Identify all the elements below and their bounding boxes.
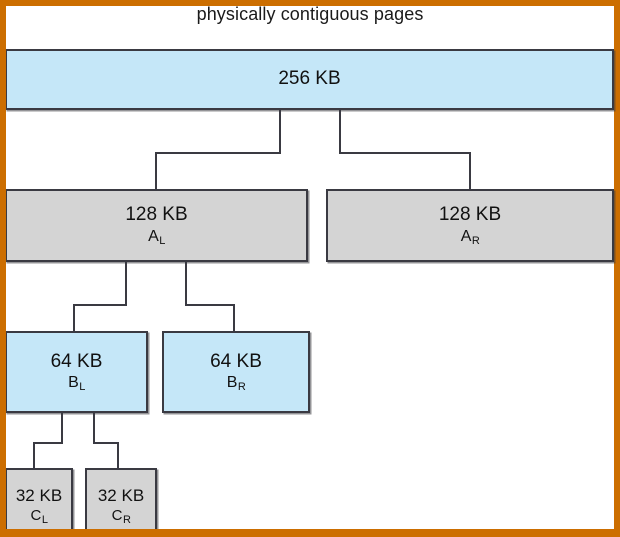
connector-bl-to-cr-drop <box>117 442 119 469</box>
connector-root-to-al-drop <box>155 152 157 190</box>
connector-root-to-al-bridge <box>155 152 281 154</box>
memory-block-64kb-bl-size: 64 KB <box>50 350 103 372</box>
memory-block-128kb-ar: 128 KB AR <box>326 189 614 262</box>
memory-block-128kb-ar-tag: AR <box>460 227 480 247</box>
connector-root-to-ar-drop <box>469 152 471 190</box>
memory-block-64kb-br-size: 64 KB <box>210 350 262 372</box>
connector-bl-to-cl-stub <box>61 413 63 444</box>
memory-block-128kb-al: 128 KB AL <box>5 189 308 262</box>
connector-al-to-bl-drop <box>73 304 75 332</box>
connector-bl-to-cl-bridge <box>33 442 63 444</box>
memory-block-64kb-bl: 64 KB BL <box>5 331 148 413</box>
figure-frame-right <box>614 0 620 537</box>
memory-block-64kb-br: 64 KB BR <box>162 331 310 413</box>
connector-root-to-ar-stub <box>339 110 341 154</box>
memory-block-32kb-cr-tag: CR <box>111 506 131 526</box>
figure-caption: physically contiguous pages <box>196 4 424 24</box>
memory-block-256kb-size: 256 KB <box>278 68 341 90</box>
memory-block-32kb-cl: 32 KB CL <box>5 468 73 537</box>
connector-root-to-al-stub <box>279 110 281 154</box>
memory-block-64kb-bl-tag: BL <box>68 374 86 394</box>
connector-al-to-br-drop <box>233 304 235 332</box>
figure-frame-bottom-overlay <box>0 529 620 537</box>
figure-frame-left-overlay <box>0 0 6 537</box>
connector-bl-to-cr-bridge <box>93 442 119 444</box>
memory-block-32kb-cl-size: 32 KB <box>15 485 63 505</box>
memory-block-128kb-ar-size: 128 KB <box>438 204 502 226</box>
figure-frame-top <box>0 0 620 6</box>
memory-block-64kb-br-tag: BR <box>226 374 246 394</box>
memory-block-32kb-cr-size: 32 KB <box>97 485 145 505</box>
memory-block-256kb: 256 KB <box>5 49 614 110</box>
connector-al-to-bl-bridge <box>73 304 127 306</box>
memory-block-32kb-cr: 32 KB CR <box>85 468 157 537</box>
connector-al-to-br-bridge <box>185 304 235 306</box>
connector-al-to-bl-stub <box>125 262 127 306</box>
connector-al-to-br-stub <box>185 262 187 306</box>
connector-bl-to-cr-stub <box>93 413 95 444</box>
connector-root-to-ar-bridge <box>339 152 471 154</box>
memory-block-32kb-cl-tag: CL <box>30 506 48 526</box>
memory-block-128kb-al-size: 128 KB <box>125 204 188 226</box>
connector-bl-to-cl-drop <box>33 442 35 469</box>
memory-block-128kb-al-tag: AL <box>148 227 166 247</box>
